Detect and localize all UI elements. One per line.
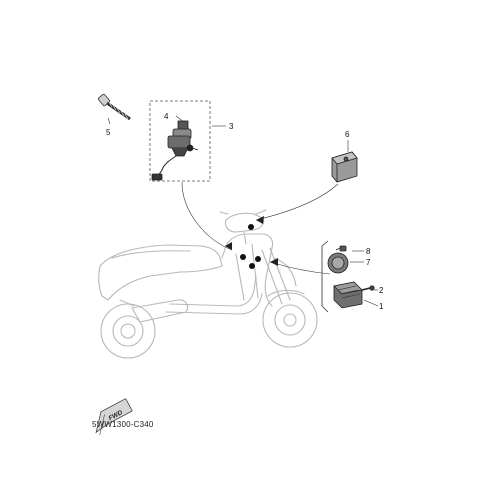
- callout-3: 3: [229, 122, 234, 131]
- muffler: [131, 299, 189, 323]
- marker-switch: [240, 254, 246, 260]
- callout-1: 1: [379, 302, 384, 311]
- callout-8: 8: [366, 247, 371, 256]
- leader-lines: [107, 115, 379, 307]
- front-fork: [261, 247, 291, 305]
- rear-wheel-hub: [112, 315, 144, 347]
- rear-wheel: [100, 303, 156, 359]
- handlebar: [224, 212, 265, 233]
- part-code: 5WW1300-C340: [92, 420, 154, 429]
- location-markers: [240, 224, 261, 269]
- callout-7: 7: [366, 258, 371, 267]
- marker-horn: [255, 256, 261, 262]
- bolt-part: [97, 93, 131, 121]
- front-wheel-hub: [274, 304, 306, 336]
- rear-body: [98, 244, 223, 301]
- floorboard: [169, 275, 257, 307]
- callout-5: 5: [106, 128, 111, 137]
- front-wheel: [262, 292, 318, 348]
- callout-2: 2: [379, 286, 384, 295]
- front-shield: [221, 233, 274, 307]
- marker-rectifier: [249, 263, 255, 269]
- rectifier-part: [333, 281, 375, 309]
- fwd-arrow-icon: FWD: [95, 398, 133, 436]
- callout-6: 6: [345, 130, 350, 139]
- arrow-heads: [225, 216, 278, 266]
- group-bracket: [321, 240, 329, 313]
- callout-4: 4: [164, 112, 169, 121]
- assembly-box: [149, 100, 211, 182]
- scooter-outline: [98, 209, 318, 359]
- marker-relay: [248, 224, 254, 230]
- relay-part: [331, 151, 358, 183]
- main-switch-part: [151, 120, 199, 181]
- horn-part: [327, 245, 349, 274]
